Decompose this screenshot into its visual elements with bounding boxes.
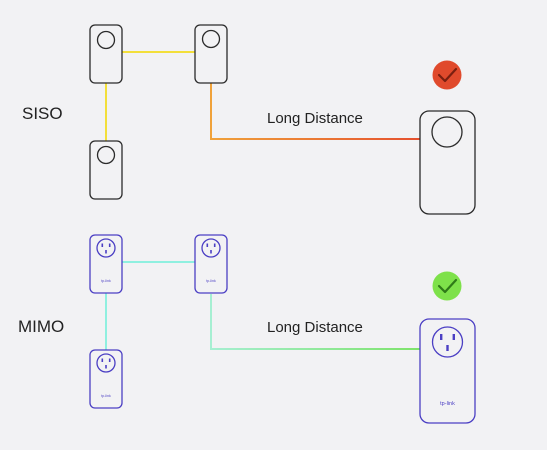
tp-link-logo: tp-link bbox=[101, 279, 111, 283]
siso-adapter-3 bbox=[89, 140, 123, 200]
siso-adapter-2 bbox=[194, 24, 228, 84]
mimo-adapter-2: tp-link bbox=[194, 234, 228, 294]
outlet-icon bbox=[96, 353, 116, 373]
mimo-long-distance-label: Long Distance bbox=[267, 319, 363, 336]
mimo-adapter-large: tp-link bbox=[419, 318, 476, 424]
tp-link-logo: tp-link bbox=[101, 394, 111, 398]
mimo-status-check-icon bbox=[432, 271, 462, 301]
siso-section: SISO Long Distance bbox=[22, 24, 476, 215]
siso-long-distance-label: Long Distance bbox=[267, 110, 363, 127]
outlet-icon bbox=[201, 238, 221, 258]
outlet-icon bbox=[96, 238, 116, 258]
siso-label: SISO bbox=[22, 104, 63, 123]
siso-status-check-icon bbox=[432, 60, 462, 90]
siso-adapter-large bbox=[419, 110, 476, 215]
tp-link-logo: tp-link bbox=[440, 401, 455, 407]
mimo-adapter-3: tp-link bbox=[89, 349, 123, 409]
mimo-adapter-1: tp-link bbox=[89, 234, 123, 294]
mimo-label: MIMO bbox=[18, 317, 64, 336]
siso-adapter-1 bbox=[89, 24, 123, 84]
siso-link-long-distance bbox=[210, 83, 420, 140]
tp-link-logo: tp-link bbox=[206, 279, 216, 283]
mimo-link-long-distance bbox=[210, 294, 420, 350]
mimo-section: MIMO Long Distance tp-link tp-link bbox=[18, 234, 476, 424]
outlet-icon bbox=[431, 326, 464, 358]
